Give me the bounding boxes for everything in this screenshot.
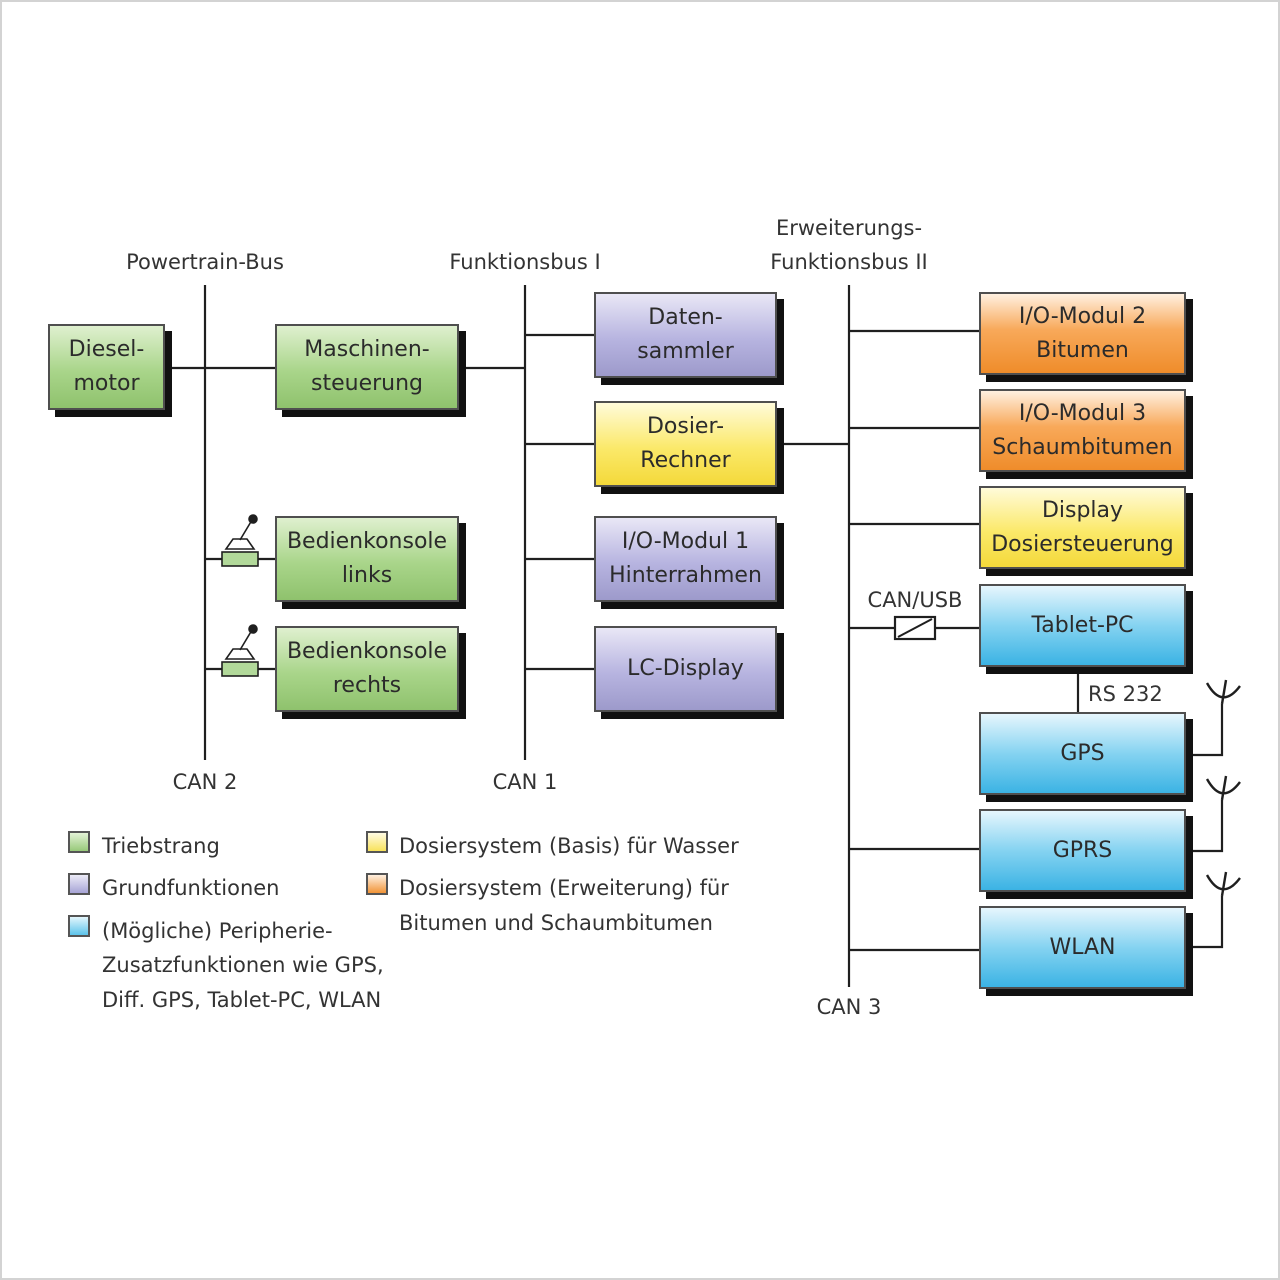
legend-peripherie-label-line1: (Mögliche) Peripherie- bbox=[102, 919, 333, 943]
legend-dosier-basis-label: Dosiersystem (Basis) für Wasser bbox=[399, 834, 739, 858]
legend-swatch-triebstrang bbox=[68, 831, 90, 853]
bedienkonsole-rechts-box: Bedienkonsole rechts bbox=[275, 626, 459, 712]
wlan-box: WLAN bbox=[979, 906, 1186, 989]
legend-dosier-erweiterung-label-line1: Dosiersystem (Erweiterung) für bbox=[399, 876, 729, 900]
joystick-icon bbox=[221, 514, 259, 567]
legend-dosier-erweiterung-label-line2: Bitumen und Schaumbitumen bbox=[399, 911, 713, 935]
legend-grundfunktionen-label: Grundfunktionen bbox=[102, 876, 280, 900]
bedienkonsole-links-box: Bedienkonsole links bbox=[275, 516, 459, 602]
legend-swatch-dosier-erweiterung bbox=[366, 873, 388, 895]
legend-swatch-grundfunktionen bbox=[68, 873, 90, 895]
display-dosiersteuerung-box: Display Dosiersteuerung bbox=[979, 486, 1186, 569]
funktionsbus-2-label-line1: Erweiterungs- bbox=[775, 216, 923, 240]
datensammler-box: Daten- sammler bbox=[594, 292, 777, 378]
tablet-pc-box: Tablet-PC bbox=[979, 584, 1186, 667]
legend-swatch-dosier-basis bbox=[366, 831, 388, 853]
antenna-icon bbox=[1205, 871, 1241, 897]
can1-label: CAN 1 bbox=[492, 770, 558, 794]
gprs-box: GPRS bbox=[979, 809, 1186, 892]
lc-display-box: LC-Display bbox=[594, 626, 777, 712]
can-usb-label: CAN/USB bbox=[867, 588, 963, 612]
powertrain-bus-label: Powertrain-Bus bbox=[126, 250, 284, 274]
maschinensteuerung-box: Maschinen- steuerung bbox=[275, 324, 459, 410]
antenna-icon bbox=[1205, 679, 1241, 705]
io-modul-3-box: I/O-Modul 3 Schaumbitumen bbox=[979, 389, 1186, 472]
antenna-icon bbox=[1205, 775, 1241, 801]
legend-triebstrang-label: Triebstrang bbox=[102, 834, 220, 858]
dieselmotor-box: Diesel- motor bbox=[48, 324, 165, 410]
gps-box: GPS bbox=[979, 712, 1186, 795]
funktionsbus-1-label: Funktionsbus I bbox=[449, 250, 601, 274]
dosier-rechner-box: Dosier- Rechner bbox=[594, 401, 777, 487]
legend-peripherie-label-line3: Diff. GPS, Tablet-PC, WLAN bbox=[102, 988, 382, 1012]
joystick-icon bbox=[221, 624, 259, 677]
legend-swatch-peripherie bbox=[68, 915, 90, 937]
funktionsbus-2-label-line2: Funktionsbus II bbox=[770, 250, 928, 274]
io-modul-2-box: I/O-Modul 2 Bitumen bbox=[979, 292, 1186, 375]
io-modul-1-box: I/O-Modul 1 Hinterrahmen bbox=[594, 516, 777, 602]
can2-label: CAN 2 bbox=[172, 770, 238, 794]
can3-label: CAN 3 bbox=[816, 995, 882, 1019]
legend-peripherie-label-line2: Zusatzfunktionen wie GPS, bbox=[102, 953, 384, 977]
rs232-label: RS 232 bbox=[1088, 682, 1163, 706]
